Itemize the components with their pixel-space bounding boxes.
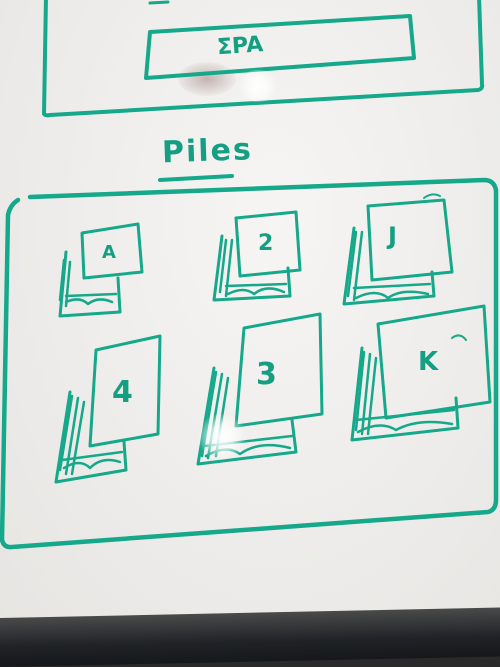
pile-4: 4 (54, 334, 162, 484)
pile-2-label: 2 (258, 231, 273, 256)
pile-j-stack-lines (346, 230, 432, 302)
heading-underline (158, 174, 234, 182)
top-outer-box (42, 0, 485, 118)
pile-k: K (350, 304, 492, 442)
pile-2: 2 (212, 210, 302, 302)
light-glare-bottom (196, 414, 248, 460)
pile-3-label: 3 (256, 357, 277, 392)
pile-k-corner-mark (451, 334, 467, 341)
pile-a-front-card (80, 222, 144, 280)
pile-j: J (342, 193, 454, 306)
pile-3-back-card (196, 366, 298, 466)
pile-j-front-card (366, 198, 454, 282)
pile-3-front-card (234, 312, 324, 428)
pile-4-stack-lines (58, 394, 124, 476)
pile-k-stack-lines (354, 350, 456, 436)
marker-smudge (178, 62, 236, 96)
pile-k-front-card (376, 304, 492, 420)
pile-j-label: J (386, 222, 397, 250)
pile-j-back-card (342, 226, 436, 306)
pile-2-front-card (234, 210, 302, 278)
pile-a-back-card (58, 250, 122, 318)
pile-4-back-card (54, 390, 128, 484)
pile-4-label: 4 (112, 375, 133, 410)
pile-k-back-card (350, 346, 460, 442)
pile-a: A (58, 222, 144, 318)
pile-k-label: K (418, 347, 439, 377)
piles-container-box (0, 177, 499, 550)
pile-a-stack-lines (58, 258, 118, 308)
top-line-fragment (148, 0, 170, 5)
top-inner-box (144, 14, 416, 80)
piles-heading: Piles (161, 132, 253, 170)
pile-4-front-card (88, 334, 162, 448)
pile-a-label: A (102, 242, 116, 263)
top-box-label: ΣPA (216, 32, 264, 60)
pile-2-stack-lines (218, 238, 288, 298)
light-glare-top (236, 70, 280, 102)
pile-2-back-card (212, 234, 292, 302)
pile-j-corner-mark (423, 193, 441, 199)
